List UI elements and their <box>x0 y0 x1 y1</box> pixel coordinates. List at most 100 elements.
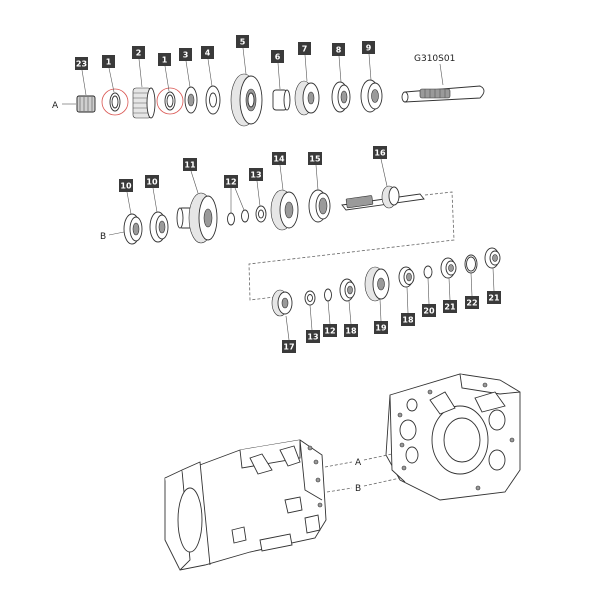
part-10-bearing-a <box>123 213 143 245</box>
ref-letter-a-housing: A <box>355 458 362 468</box>
callout-17: 17 <box>282 315 296 353</box>
callout-13a: 13 <box>249 168 263 207</box>
callout-23: 23 <box>75 57 88 96</box>
part-10-bearing-b <box>149 211 169 243</box>
callout-18b: 18 <box>401 286 415 326</box>
svg-text:2: 2 <box>136 49 142 58</box>
svg-text:19: 19 <box>375 324 387 333</box>
leader-part-code <box>439 63 444 86</box>
part-2-small-gear <box>132 87 156 119</box>
svg-text:7: 7 <box>302 45 308 54</box>
svg-text:1: 1 <box>106 58 112 67</box>
svg-text:12: 12 <box>225 178 236 187</box>
callout-5: 5 <box>236 35 249 75</box>
callout-7: 7 <box>298 42 311 82</box>
callout-13b: 13 <box>306 304 320 343</box>
highlight-circle-1b <box>156 87 184 115</box>
part-18-bearing-b <box>398 266 415 288</box>
svg-text:17: 17 <box>283 343 294 352</box>
part-g310s01-shaft <box>401 85 485 103</box>
svg-text:16: 16 <box>374 149 386 158</box>
gearbox-housing-front <box>164 439 327 571</box>
part-12-ring-c <box>324 288 332 302</box>
part-15-bearing <box>308 189 331 223</box>
svg-text:13: 13 <box>307 333 318 342</box>
svg-text:6: 6 <box>275 53 281 62</box>
svg-text:20: 20 <box>423 307 435 316</box>
callout-1a: 1 <box>102 55 115 93</box>
callout-1b: 1 <box>158 53 171 92</box>
leader-b-housing-left <box>326 487 353 493</box>
callout-14: 14 <box>272 152 286 191</box>
part-1-snap-ring-b <box>164 91 176 111</box>
callout-19: 19 <box>374 298 388 334</box>
svg-text:14: 14 <box>273 155 285 164</box>
part-21-bearing-a <box>440 257 457 279</box>
part-16-output-shaft <box>341 185 425 211</box>
callout-20: 20 <box>422 277 436 317</box>
part-22-snap-ring <box>464 254 478 274</box>
callout-10b: 10 <box>145 175 159 213</box>
svg-text:1: 1 <box>162 56 168 65</box>
svg-text:5: 5 <box>240 38 246 47</box>
svg-text:15: 15 <box>309 155 321 164</box>
callout-2: 2 <box>132 46 145 88</box>
callout-16: 16 <box>373 146 388 187</box>
part-23-needle-bearing <box>76 95 96 113</box>
callout-4: 4 <box>201 46 214 87</box>
callout-10a: 10 <box>119 179 133 215</box>
svg-text:12: 12 <box>324 327 335 336</box>
part-code-label: G310S01 <box>414 54 455 64</box>
svg-text:10: 10 <box>120 182 132 191</box>
callout-15: 15 <box>308 152 322 191</box>
part-11-gear-hub <box>176 192 218 244</box>
part-7-gear <box>294 80 320 116</box>
callout-6: 6 <box>271 50 284 90</box>
highlight-circle-1a <box>101 88 129 116</box>
svg-text:18: 18 <box>402 316 414 325</box>
callout-21b: 21 <box>487 267 501 304</box>
svg-text:23: 23 <box>76 60 87 69</box>
svg-text:11: 11 <box>184 161 196 170</box>
svg-text:4: 4 <box>205 49 211 58</box>
ref-letter-a-top: A <box>52 101 59 111</box>
svg-text:3: 3 <box>183 51 189 60</box>
callout-22: 22 <box>465 272 479 309</box>
part-19-gear <box>364 266 390 302</box>
ref-letter-b-mid: B <box>100 232 106 242</box>
svg-text:22: 22 <box>466 299 477 308</box>
svg-text:21: 21 <box>444 303 456 312</box>
svg-text:9: 9 <box>366 44 372 53</box>
part-20-ring <box>423 265 433 279</box>
callout-12a: 12 <box>224 175 245 213</box>
dashed-guide-line <box>248 191 455 301</box>
part-12-ring-a <box>227 212 235 226</box>
leader-b-mid <box>108 231 125 236</box>
callout-9: 9 <box>362 41 375 81</box>
svg-text:8: 8 <box>336 46 342 55</box>
part-9-bearing <box>360 79 383 113</box>
part-18-bearing-a <box>339 278 356 302</box>
callout-21a: 21 <box>443 277 457 313</box>
gearbox-housing-rear <box>385 373 521 501</box>
part-6-bushing <box>272 89 291 111</box>
part-5-large-gear <box>230 73 263 127</box>
part-17-gear <box>271 289 293 317</box>
callout-8: 8 <box>332 43 345 83</box>
part-8-bearing <box>331 81 351 113</box>
svg-text:18: 18 <box>345 327 357 336</box>
callout-3: 3 <box>179 48 192 88</box>
callout-18a: 18 <box>344 300 358 337</box>
part-12-ring-b <box>241 209 249 223</box>
callout-12b: 12 <box>323 300 337 337</box>
svg-text:13: 13 <box>250 171 261 180</box>
part-14-gear <box>270 189 299 231</box>
svg-text:21: 21 <box>488 294 500 303</box>
part-13-washer-a <box>255 205 267 223</box>
part-13-washer-b <box>304 290 316 306</box>
ref-letter-b-housing: B <box>355 484 361 494</box>
svg-text:10: 10 <box>146 178 158 187</box>
part-3-thrust-washer <box>184 86 198 114</box>
